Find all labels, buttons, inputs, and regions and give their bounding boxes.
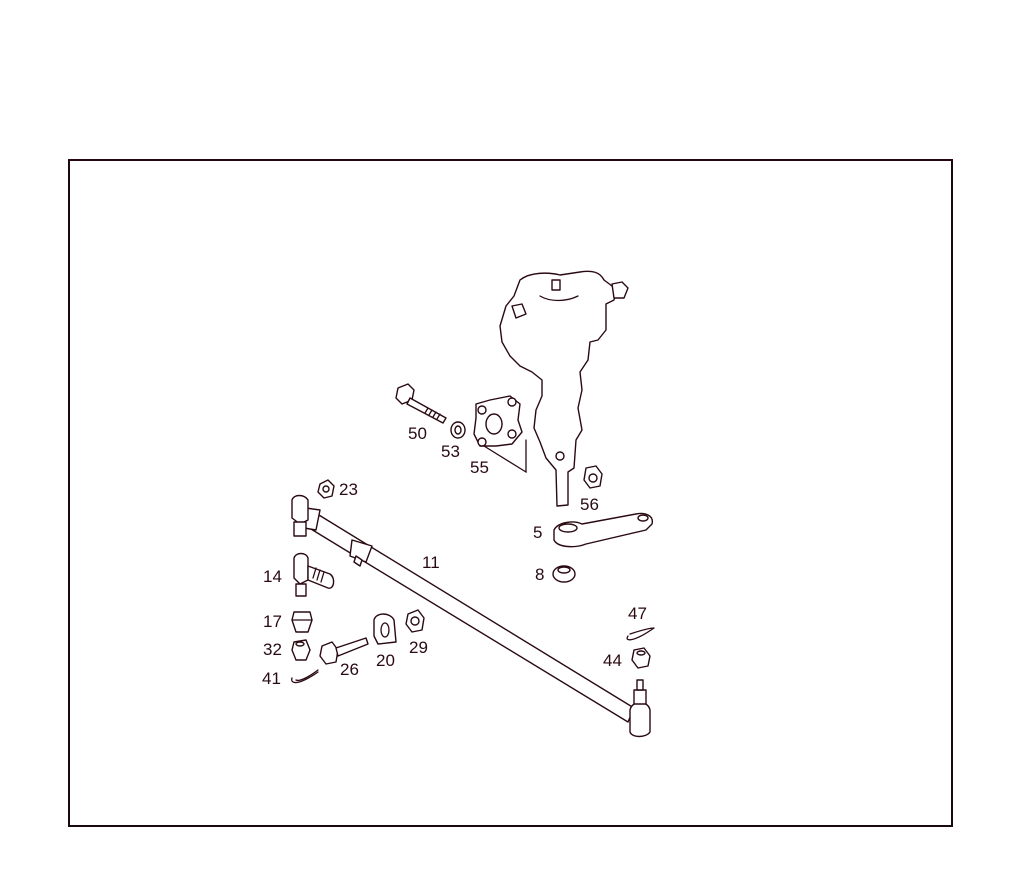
callout-29: 29 (409, 638, 428, 657)
callout-8: 8 (535, 565, 545, 584)
pitman-arm-5 (553, 512, 653, 548)
callout-47: 47 (628, 604, 647, 623)
clamp-20 (373, 613, 397, 645)
steering-gearbox (499, 270, 629, 507)
washer-53 (450, 421, 466, 439)
callout-5: 5 (533, 523, 543, 542)
callout-53: 53 (441, 442, 460, 461)
bolt-50 (395, 383, 447, 424)
callout-11: 11 (422, 553, 440, 572)
nut-29 (405, 609, 425, 633)
nut-23 (317, 479, 335, 499)
tie-rod-end-right (629, 679, 651, 738)
callout-23: 23 (339, 480, 358, 499)
tie-rod-11 (303, 507, 635, 723)
callout-41: 41 (262, 669, 281, 688)
callout-55: 55 (470, 458, 489, 477)
callout-50: 50 (408, 424, 427, 443)
bolt-26 (319, 637, 369, 665)
callout-32: 32 (263, 640, 282, 659)
diagram-frame (68, 159, 953, 827)
cotter-pin-47 (626, 627, 655, 641)
callout-20: 20 (376, 651, 395, 670)
callout-17: 17 (263, 612, 282, 631)
tie-rod-end-left (291, 494, 309, 537)
flange-55 (473, 395, 527, 474)
callout-14: 14 (263, 567, 282, 586)
callout-56: 56 (580, 495, 599, 514)
callout-44: 44 (603, 651, 622, 670)
cotter-pin-41 (291, 669, 319, 684)
nut-44 (631, 647, 651, 669)
callout-26: 26 (340, 660, 359, 679)
nut-32 (291, 639, 311, 661)
tie-rod-end-14 (293, 552, 335, 597)
nut-56 (583, 465, 603, 489)
bushing-17 (291, 611, 313, 633)
nut-8 (552, 565, 576, 583)
